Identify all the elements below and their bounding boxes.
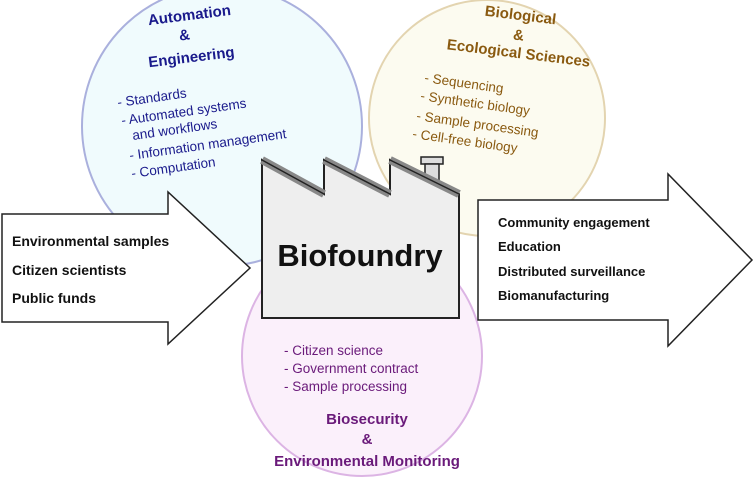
biofoundry-label: Biofoundry bbox=[277, 238, 443, 273]
biosecurity-item: - Citizen science bbox=[284, 343, 383, 358]
output-item: Biomanufacturing bbox=[498, 288, 609, 303]
biosecurity-item: - Sample processing bbox=[284, 379, 407, 394]
biosecurity-title: Biosecurity & Environmental Monitoring bbox=[274, 411, 460, 470]
input-item: Environmental samples bbox=[12, 233, 169, 249]
biosecurity-items: - Citizen science - Government contract … bbox=[284, 343, 419, 394]
output-list: Community engagement Education Distribut… bbox=[498, 215, 650, 303]
biosecurity-title-line-2: & bbox=[362, 431, 373, 448]
biosecurity-item: - Government contract bbox=[284, 361, 419, 376]
factory-icon bbox=[260, 156, 461, 319]
biosecurity-title-line-3: Environmental Monitoring bbox=[274, 453, 460, 470]
output-item: Distributed surveillance bbox=[498, 264, 645, 279]
output-item: Community engagement bbox=[498, 215, 650, 230]
biosecurity-title-line-1: Biosecurity bbox=[326, 411, 408, 428]
input-arrow bbox=[1, 190, 252, 346]
output-arrow bbox=[477, 172, 754, 348]
input-item: Citizen scientists bbox=[12, 262, 127, 278]
biological-title-line-2: & bbox=[512, 26, 525, 44]
output-item: Education bbox=[498, 239, 561, 254]
input-item: Public funds bbox=[12, 290, 96, 306]
input-list: Environmental samples Citizen scientists… bbox=[12, 233, 169, 306]
automation-title-line-2: & bbox=[178, 26, 191, 44]
